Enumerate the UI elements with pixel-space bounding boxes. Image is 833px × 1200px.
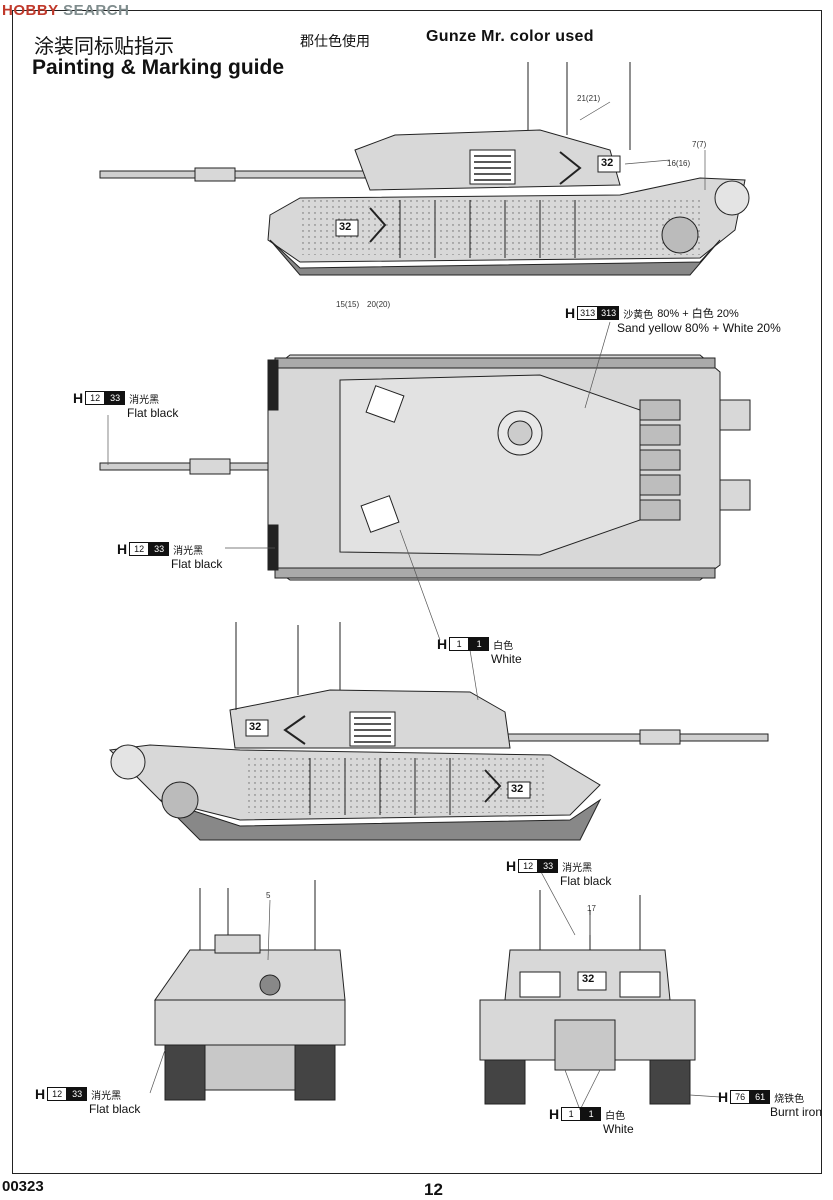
- top-view: [99, 354, 751, 581]
- part-number-21: 21(21): [577, 94, 601, 103]
- hull-number-side-2: 32: [511, 783, 524, 795]
- gunze-label-english: Gunze Mr. color used: [426, 28, 594, 45]
- watermark: HOBBY SEARCH: [2, 2, 130, 19]
- front-view: [154, 880, 346, 1101]
- rear-view: [479, 890, 696, 1105]
- part-number-17: 17: [587, 904, 596, 913]
- part-number-5: 5: [266, 891, 271, 900]
- side-view-right: [108, 622, 769, 841]
- part-number-20: 20(20): [367, 300, 391, 309]
- hull-number-side-1: 32: [339, 221, 352, 233]
- turret-number-side-1: 32: [601, 157, 614, 169]
- page-frame: [12, 10, 822, 1174]
- kit-code: 00323: [2, 1178, 44, 1195]
- title-english: Painting & Marking guide: [32, 56, 285, 79]
- leader-lines: [107, 101, 721, 1111]
- part-number-7: 7(7): [692, 140, 707, 149]
- gunze-label-chinese: 郡仕色使用: [300, 34, 370, 50]
- part-number-16: 16(16): [667, 159, 691, 168]
- page-number: 12: [424, 1180, 443, 1199]
- side-view-left: [99, 62, 750, 276]
- part-number-15: 15(15): [336, 300, 360, 309]
- title-chinese: 涂装同标贴指示: [34, 34, 174, 58]
- rear-number: 32: [582, 973, 595, 985]
- turret-number-side-2: 32: [249, 721, 262, 733]
